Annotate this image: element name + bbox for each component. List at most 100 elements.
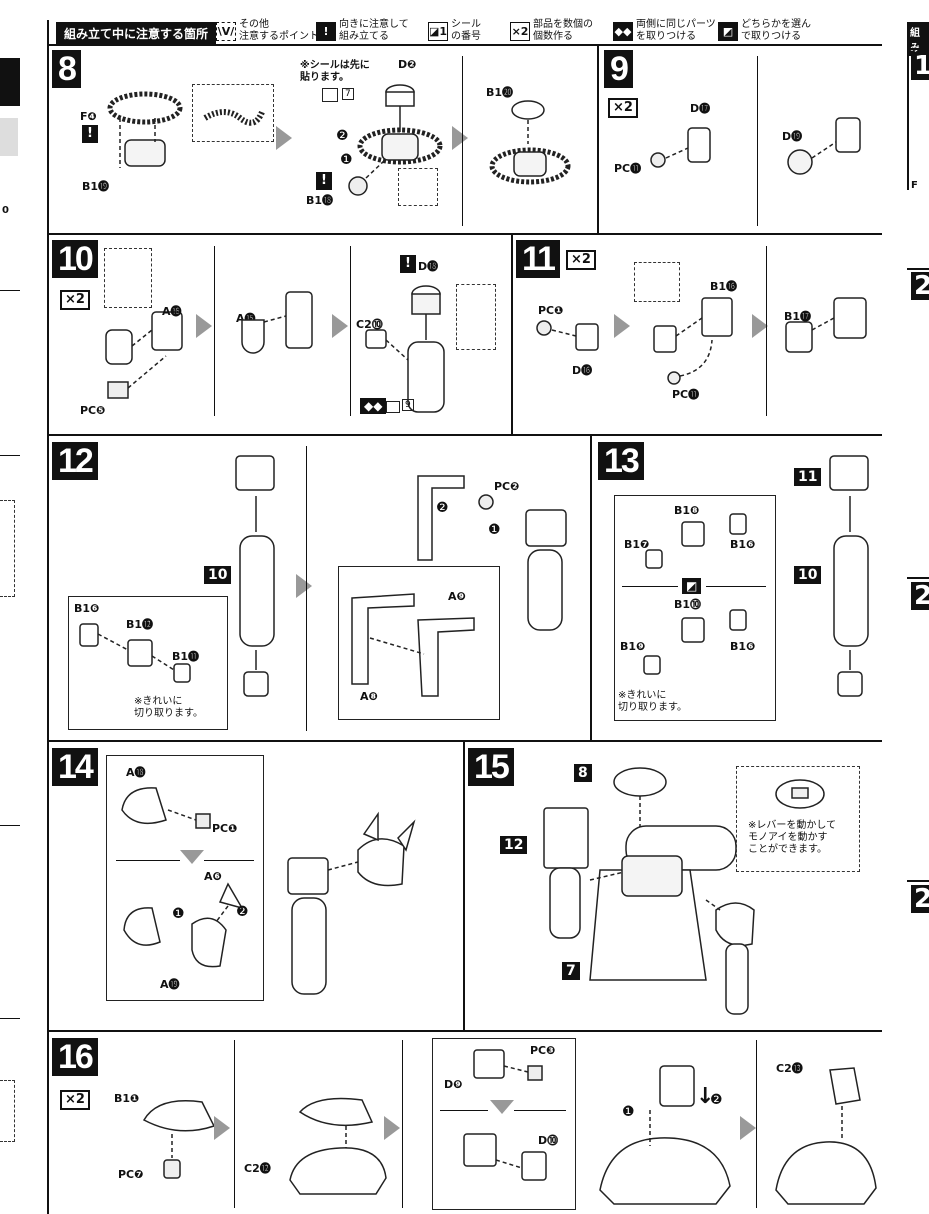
step-arrow-12 xyxy=(296,574,312,598)
choose-divider-left xyxy=(622,586,678,587)
right-step-1: 1 xyxy=(911,52,929,80)
step-16-number: 16 xyxy=(52,1038,98,1076)
leg-assembly-illustration xyxy=(365,285,445,413)
step-11-number: 11 xyxy=(516,240,560,278)
left-tab-marker xyxy=(0,58,20,106)
ref-step-10: 10 xyxy=(794,566,822,584)
joint-d16-illustration xyxy=(536,320,599,351)
label-pc11: PC⓫ xyxy=(614,162,642,175)
foot-part-b11-illustration xyxy=(142,1100,216,1179)
step-arrow-11a xyxy=(614,314,630,338)
label-d17: D⓱ xyxy=(690,102,711,115)
step-12-number: 12 xyxy=(52,442,98,480)
sticker-icon xyxy=(386,401,400,413)
panel-divider xyxy=(234,1040,235,1208)
times-two-icon: ×2 xyxy=(566,250,596,270)
step-arrow-10b xyxy=(332,314,348,338)
right-label-f: F xyxy=(911,180,918,191)
label-a19: A⓳ xyxy=(160,978,180,991)
left-rule-4 xyxy=(0,1018,20,1019)
warning-icon: ! xyxy=(316,172,332,190)
order-marker-1: ❶ xyxy=(172,906,185,922)
label-c2-12: C2⓬ xyxy=(244,1162,271,1175)
label-d19: D⓳ xyxy=(782,130,803,143)
label-b1-20: B1⓴ xyxy=(486,86,514,99)
label-pc11: PC⓫ xyxy=(672,388,700,401)
right-step-4: 2 xyxy=(911,885,929,913)
right-panel-1 xyxy=(907,48,929,190)
step-14-number: 14 xyxy=(52,748,98,786)
label-b1-11: B1⓫ xyxy=(172,650,200,663)
panel-divider xyxy=(306,446,307,731)
sub-divider-left xyxy=(440,1110,488,1111)
sparkle-icon: \V/ xyxy=(216,21,236,41)
foot-ankle-assembly-illustration xyxy=(599,1065,731,1205)
leg-stack-b-illustration xyxy=(829,455,869,697)
ref-step-11: 11 xyxy=(794,468,822,486)
ankle-d10-illustration xyxy=(463,1133,547,1181)
right-rule-3 xyxy=(907,880,929,882)
label-d10: D⓾ xyxy=(538,1134,559,1147)
left-rule-1 xyxy=(0,290,20,291)
left-label: 0 xyxy=(2,205,9,216)
hand-parts-b-illustration xyxy=(643,609,747,675)
times-two-icon: ×2 xyxy=(510,21,530,41)
lever-note: ※レバーを動かして モノアイを動かす ことができます。 xyxy=(748,820,837,855)
label-b1-16: B1⓰ xyxy=(710,280,738,293)
label-a6: A❻ xyxy=(204,870,222,883)
right-page-fragment: 組み 1 F 2 2 2 xyxy=(905,0,929,1214)
shoulder-a18-illustration xyxy=(121,787,211,829)
order-marker-2: ❷ xyxy=(436,500,449,516)
label-d18: D⓲ xyxy=(418,260,439,273)
label-b1-18: B1⓲ xyxy=(306,194,334,207)
times-two-icon: ×2 xyxy=(608,98,638,118)
frame-left-rule xyxy=(47,20,49,1214)
panel-divider xyxy=(766,246,767,416)
warning-icon: ! xyxy=(400,255,416,273)
detail-callout-10b xyxy=(456,284,496,350)
shield-parts-illustration xyxy=(351,593,475,697)
times-two-icon: ×2 xyxy=(60,1090,90,1110)
foot-final-illustration xyxy=(775,1067,877,1205)
label-b1-9: B1❾ xyxy=(620,640,646,653)
label-f4: F❹ xyxy=(80,110,97,123)
divider-row4 xyxy=(48,1030,882,1032)
sub-divider-left xyxy=(116,860,180,861)
hose-detail-illustration xyxy=(203,109,265,126)
leg-joint-a15-illustration xyxy=(241,291,313,354)
label-b1-10: B1⓾ xyxy=(674,598,702,611)
sticker-note: ※シールは先に 貼ります。 xyxy=(300,60,370,83)
rotate-arrow-icon: ↓ xyxy=(696,1084,715,1109)
order-marker-1: ❶ xyxy=(340,152,353,168)
sticker-number: 9 xyxy=(402,399,414,411)
label-pc1: PC❶ xyxy=(538,304,564,317)
order-marker-2: ❷ xyxy=(710,1092,723,1108)
right-rule-2 xyxy=(907,577,929,579)
label-b1-6b: B1❻ xyxy=(730,640,756,653)
sub-divider-right xyxy=(204,860,254,861)
label-b1-1: B1❶ xyxy=(114,1092,140,1105)
left-dash-box-2 xyxy=(0,1080,15,1142)
detail-callout-11 xyxy=(634,262,680,302)
step-arrow-8b xyxy=(452,126,468,150)
step-arrow-16b xyxy=(384,1116,400,1140)
label-pc3: PC❸ xyxy=(530,1044,556,1057)
cut-note: ※きれいに 切り取ります。 xyxy=(618,690,687,713)
foot-assembly-c212-illustration xyxy=(289,1097,387,1195)
step-13-number: 13 xyxy=(598,442,644,480)
ref-step-10: 10 xyxy=(204,566,232,584)
legend-title: 組み立て中に注意する箇所 xyxy=(56,22,217,45)
divider-10-11 xyxy=(511,235,513,435)
joint-d17-illustration xyxy=(650,127,711,168)
panel-divider xyxy=(757,56,758,226)
cut-note: ※きれいに 切り取ります。 xyxy=(134,696,203,719)
sticker-icon xyxy=(322,88,338,102)
arm-shoulder-assembly-illustration xyxy=(287,811,416,995)
detail-callout-8b xyxy=(398,168,438,206)
order-marker-2: ❷ xyxy=(236,904,249,920)
label-c2-10: C2⓾ xyxy=(356,318,383,331)
ankle-d9-illustration xyxy=(473,1049,543,1081)
ref-step-12: 12 xyxy=(500,836,528,854)
label-b1-6a: B1❻ xyxy=(730,538,756,551)
